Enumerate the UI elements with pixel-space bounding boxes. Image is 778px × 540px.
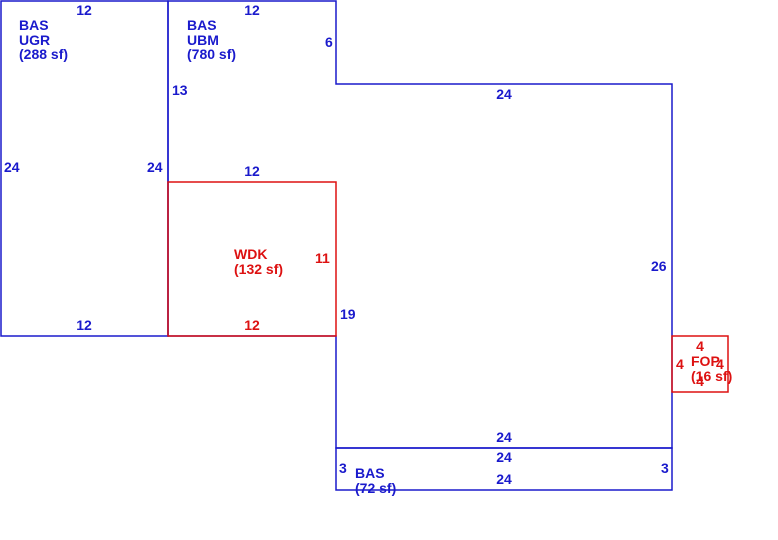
- dim-wdk-right: 11: [315, 250, 330, 266]
- wdk-outline: [167, 181, 337, 337]
- dim-wdk-top: 12: [244, 163, 260, 179]
- fop-area: (16 sf): [691, 368, 732, 384]
- bas-ubm-sub: UBM: [187, 32, 219, 48]
- fop-code: FOP: [691, 353, 720, 369]
- fop-outline: [671, 335, 729, 393]
- dim-ugr-right: 24: [147, 159, 163, 175]
- bas-ugr-sub: UGR: [19, 32, 50, 48]
- dim-bas-top: 24: [496, 449, 512, 465]
- dim-ubm-bottom: 24: [496, 429, 512, 445]
- dim-ugr-top: 12: [76, 2, 92, 18]
- bas-ugr-area: (288 sf): [19, 46, 68, 62]
- dim-fop-right: 4: [716, 356, 724, 372]
- dim-bas-right: 3: [661, 460, 669, 476]
- dim-bas-bottom: 24: [496, 471, 512, 487]
- dim-ubm-top: 12: [244, 2, 260, 18]
- dim-ugr-bottom: 12: [76, 317, 92, 333]
- wdk-area: (132 sf): [234, 261, 283, 277]
- dim-ubm-notch: 6: [325, 34, 333, 50]
- bas-ugr-code: BAS: [19, 17, 49, 33]
- bas-bottom-outline: [335, 447, 673, 491]
- dim-ugr-left: 24: [4, 159, 20, 175]
- bas-ubm-code: BAS: [187, 17, 217, 33]
- dim-fop-top: 4: [696, 338, 704, 354]
- dim-ubm-right: 26: [651, 258, 667, 274]
- dim-fop-left: 4: [676, 356, 684, 372]
- bas-ubm-outline: [167, 0, 673, 449]
- dim-wdk-bottom: 12: [244, 317, 260, 333]
- wdk-code: WDK: [234, 246, 267, 262]
- bas-ubm-area: (780 sf): [187, 46, 236, 62]
- bas-bottom-area: (72 sf): [355, 480, 396, 496]
- dim-ubm-step: 24: [496, 86, 512, 102]
- bas-bottom-code: BAS: [355, 465, 385, 481]
- dim-ubm-left: 13: [172, 82, 188, 98]
- dim-ubm-inner: 19: [340, 306, 356, 322]
- dim-bas-left: 3: [339, 460, 347, 476]
- dim-fop-bottom: 4: [696, 373, 704, 389]
